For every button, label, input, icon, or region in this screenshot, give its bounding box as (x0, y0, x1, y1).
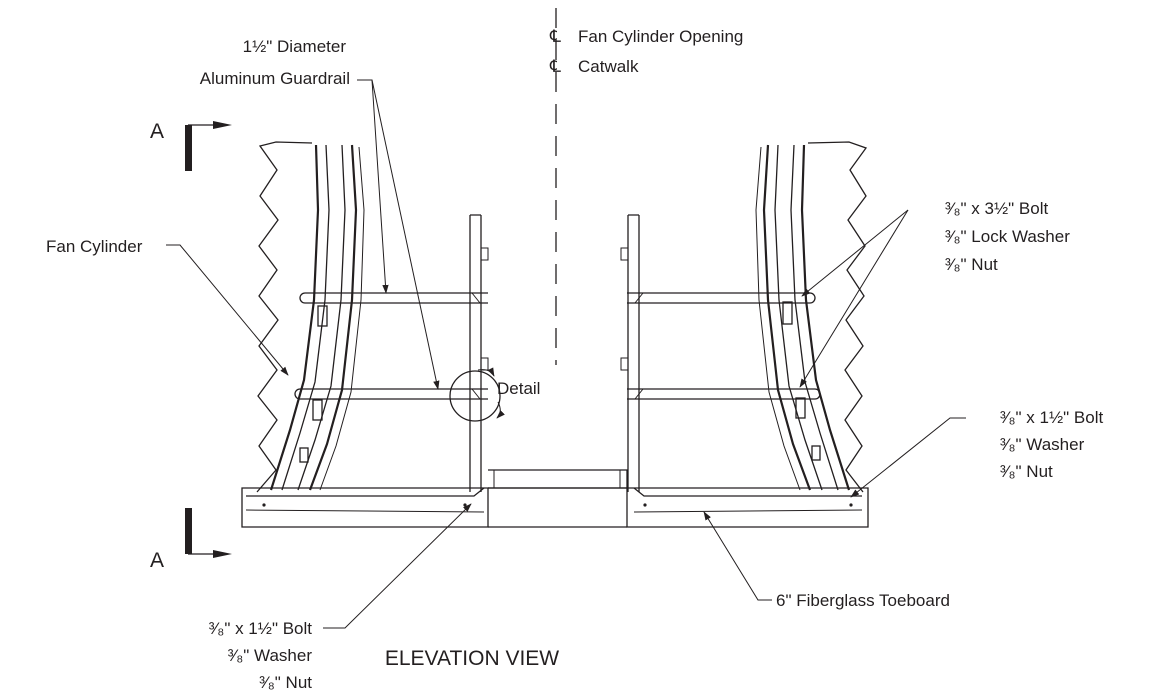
centerline-labels: ℄ Fan Cylinder Opening ℄ Catwalk (549, 27, 743, 76)
bolt-3-5-label-line3: ³⁄₈" Nut (945, 255, 998, 274)
fan-cylinder-left-wall (256, 141, 365, 493)
leader-lines (166, 79, 966, 629)
section-letter-top: A (150, 120, 164, 143)
bolt-1-5-right-label-line2: ³⁄₈" Washer (1000, 435, 1085, 454)
catwalk-base (241, 469, 869, 528)
centerline-label-fan-opening: Fan Cylinder Opening (578, 27, 743, 46)
bolt-1-5-right-label-line1: ³⁄₈" x 1½" Bolt (1000, 408, 1103, 427)
toeboard-label: 6" Fiberglass Toeboard (776, 591, 950, 610)
guardrail-label-line2: Aluminum Guardrail (200, 69, 350, 88)
centerline-symbol-1: ℄ (549, 27, 561, 46)
bolt-1-5-left-label-line2: ³⁄₈" Washer (228, 646, 313, 665)
bolt-1-5-left-label-line1: ³⁄₈" x 1½" Bolt (209, 619, 312, 638)
guardrail-right (620, 214, 821, 492)
centerline-symbol-2: ℄ (549, 57, 561, 76)
centerline-label-catwalk: Catwalk (578, 57, 639, 76)
section-letter-bottom: A (150, 549, 164, 572)
fan-cylinder-right-wall (755, 141, 868, 493)
guardrail-left (294, 214, 489, 492)
section-mark-top (185, 121, 232, 171)
bolt-3-5-label-line1: ³⁄₈" x 3½" Bolt (945, 199, 1048, 218)
section-mark-bottom (185, 508, 232, 558)
guardrail-label-line1: 1½" Diameter (243, 37, 347, 56)
bolt-3-5-label-line2: ³⁄₈" Lock Washer (945, 227, 1070, 246)
detail-circle (449, 370, 501, 422)
bolt-1-5-left-label-line3: ³⁄₈" Nut (259, 673, 312, 691)
detail-label: Detail (497, 379, 540, 398)
fan-cylinder-label: Fan Cylinder (46, 237, 143, 256)
drawing-title: ELEVATION VIEW (385, 647, 559, 670)
bolt-1-5-right-label-line3: ³⁄₈" Nut (1000, 462, 1053, 481)
